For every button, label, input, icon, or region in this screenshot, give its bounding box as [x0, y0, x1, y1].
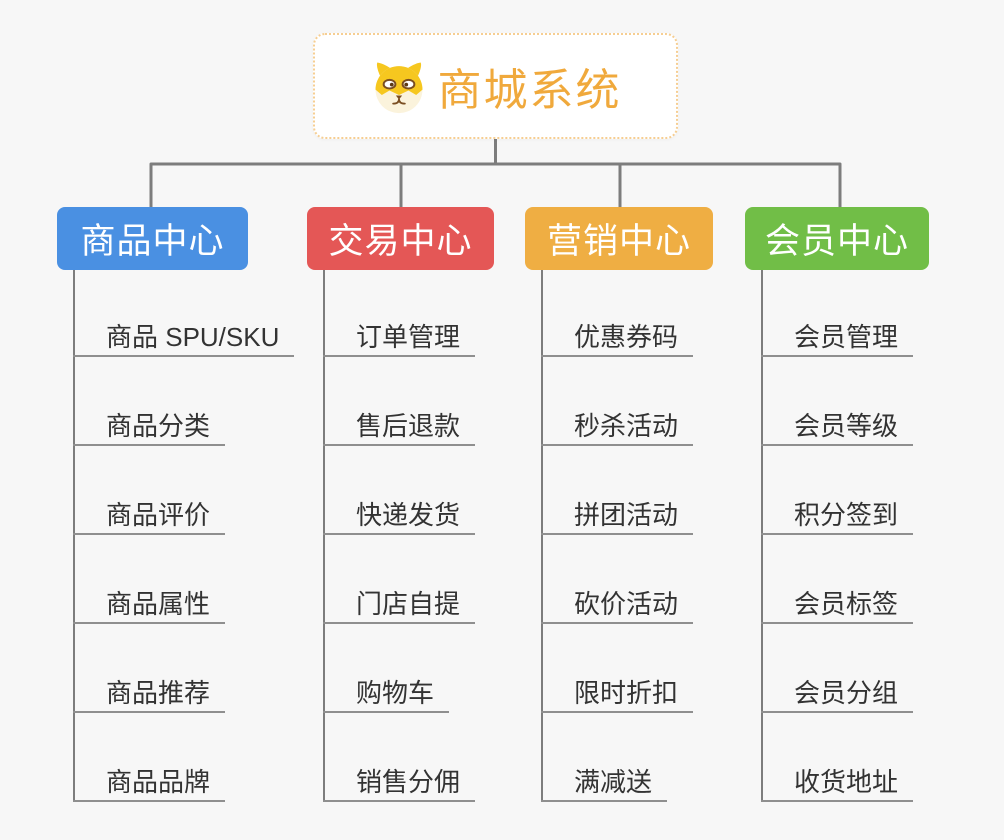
- leaf-node[interactable]: 积分签到: [761, 497, 914, 535]
- branch-node-product-center[interactable]: 商品中心: [57, 207, 248, 270]
- leaf-node[interactable]: 商品品牌: [73, 764, 226, 802]
- leaf-node[interactable]: 会员分组: [761, 675, 914, 713]
- leaf-node[interactable]: 快递发货: [323, 497, 476, 535]
- leaf-node[interactable]: 销售分佣: [323, 764, 476, 802]
- leaf-node[interactable]: 秒杀活动: [541, 408, 694, 446]
- leaf-node[interactable]: 商品推荐: [73, 675, 226, 713]
- branch-trunk-line: [761, 270, 763, 802]
- branch-trunk-line: [73, 270, 75, 802]
- branch-node-label: 营销中心: [546, 222, 691, 261]
- branch-node-label: 交易中心: [328, 222, 473, 261]
- leaf-node[interactable]: 商品分类: [73, 408, 226, 446]
- leaf-node[interactable]: 拼团活动: [541, 497, 694, 535]
- branch-node-label: 商品中心: [80, 222, 225, 261]
- branch-node-label: 会员中心: [764, 222, 909, 261]
- leaf-node[interactable]: 商品属性: [73, 586, 226, 624]
- leaf-node[interactable]: 门店自提: [323, 586, 476, 624]
- branch-node-trade-center[interactable]: 交易中心: [307, 207, 494, 270]
- branch-trunk-line: [541, 270, 543, 802]
- root-node[interactable]: 商城系统: [313, 33, 678, 139]
- leaf-node[interactable]: 购物车: [323, 675, 450, 713]
- leaf-node[interactable]: 商品评价: [73, 497, 226, 535]
- leaf-node[interactable]: 收货地址: [761, 764, 914, 802]
- leaf-node[interactable]: 满减送: [541, 764, 668, 802]
- branch-trunk-line: [323, 270, 325, 802]
- branch-node-marketing-center[interactable]: 营销中心: [525, 207, 713, 270]
- branch-connector-lines: [149, 162, 842, 209]
- leaf-node[interactable]: 会员等级: [761, 408, 914, 446]
- leaf-node[interactable]: 砍价活动: [541, 586, 694, 624]
- leaf-node[interactable]: 售后退款: [323, 408, 476, 446]
- leaf-node[interactable]: 订单管理: [323, 319, 476, 357]
- leaf-node[interactable]: 优惠券码: [541, 319, 694, 357]
- branch-node-member-center[interactable]: 会员中心: [745, 207, 929, 270]
- leaf-node[interactable]: 限时折扣: [541, 675, 694, 713]
- shiba-dog-face-icon: [370, 58, 428, 114]
- root-node-label: 商城系统: [437, 66, 622, 115]
- leaf-node[interactable]: 商品 SPU/SKU: [73, 319, 295, 357]
- leaf-node[interactable]: 会员标签: [761, 586, 914, 624]
- leaf-node[interactable]: 会员管理: [761, 319, 914, 357]
